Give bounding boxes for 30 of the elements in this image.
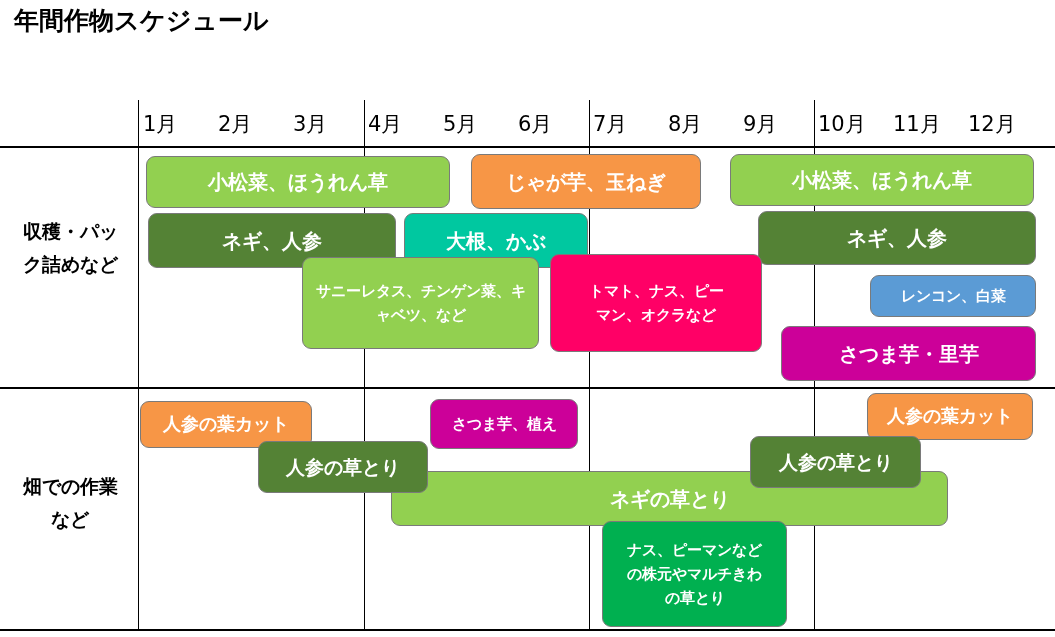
month-label: 8月: [668, 111, 703, 138]
schedule-bar: ネギ、人参: [148, 213, 396, 268]
schedule-bar: さつま芋、植え: [430, 399, 578, 449]
month-label: 3月: [293, 111, 328, 138]
month-label: 4月: [368, 111, 403, 138]
schedule-bar: さつま芋・里芋: [781, 326, 1036, 381]
month-label: 7月: [593, 111, 628, 138]
title: 年間作物スケジュール: [14, 5, 269, 37]
schedule-bar: ナス、ピーマンなどの株元やマルチきわの草とり: [602, 521, 787, 627]
schedule-bar: 小松菜、ほうれん草: [730, 154, 1034, 206]
month-label: 2月: [218, 111, 253, 138]
schedule-bar: 人参の草とり: [258, 441, 428, 493]
month-label: 1月: [143, 111, 178, 138]
month-label: 10月: [818, 111, 866, 138]
month-label: 6月: [518, 111, 553, 138]
month-label: 5月: [443, 111, 478, 138]
schedule-bar: トマト、ナス、ピーマン、オクラなど: [550, 254, 762, 352]
schedule-bar: 人参の葉カット: [867, 393, 1033, 440]
schedule-bar: じゃが芋、玉ねぎ: [471, 154, 701, 209]
schedule-bar: サニーレタス、チンゲン菜、キャベツ、など: [302, 257, 539, 349]
month-label: 11月: [893, 111, 941, 138]
schedule-bar: レンコン、白菜: [870, 275, 1036, 317]
schedule-bar: 小松菜、ほうれん草: [146, 156, 450, 208]
schedule-bar: 人参の葉カット: [140, 401, 312, 448]
row-header: 畑での作業など: [21, 474, 119, 533]
month-label: 12月: [968, 111, 1016, 138]
month-label: 9月: [743, 111, 778, 138]
schedule-bar: 人参の草とり: [750, 436, 921, 488]
schedule-bar: ネギ、人参: [758, 211, 1036, 265]
row-header: 収穫・パック詰めなど: [21, 219, 119, 278]
